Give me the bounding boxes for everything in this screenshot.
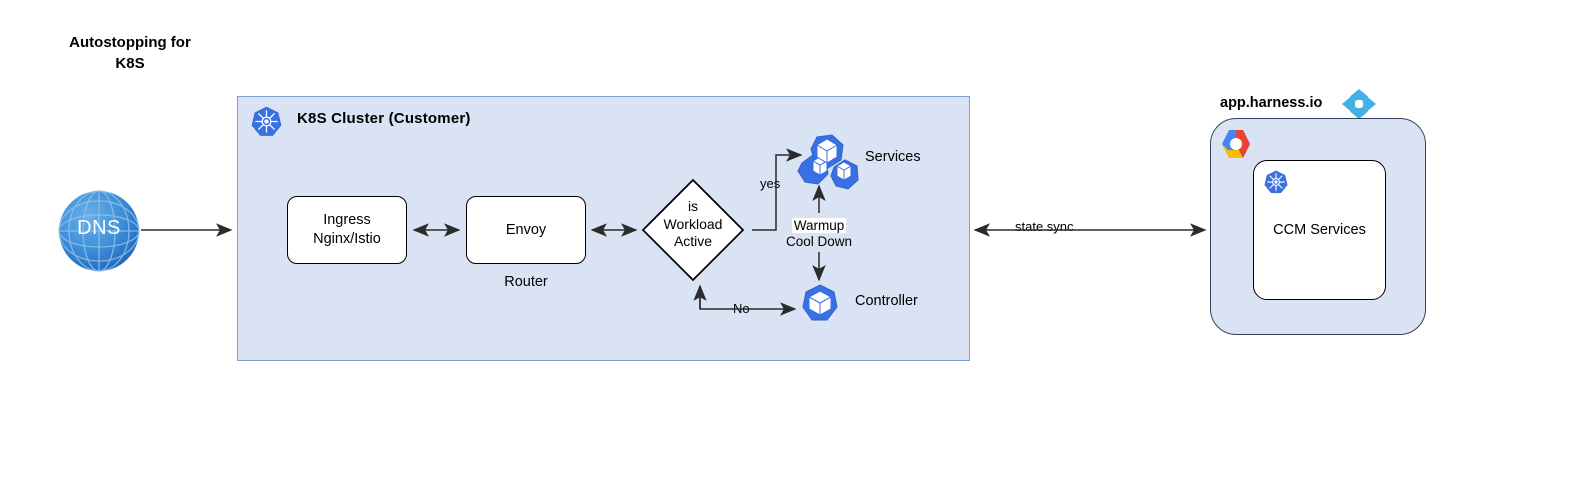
- dns-node[interactable]: [58, 190, 140, 272]
- controller-label: Controller: [855, 293, 918, 309]
- ccm-services-label: CCM Services: [1273, 222, 1366, 238]
- warmup-text: Warmup: [791, 218, 847, 233]
- kubernetes-icon: [1264, 170, 1288, 194]
- harness-title: app.harness.io: [1220, 95, 1323, 111]
- decision-label: is Workload Active: [663, 198, 723, 249]
- kubernetes-pod-icon[interactable]: [800, 284, 840, 322]
- dns-label: DNS: [77, 217, 121, 239]
- harness-logo-icon: [1341, 88, 1377, 120]
- workload-active-decision[interactable]: [641, 178, 745, 282]
- edge-label-no: No: [733, 301, 750, 316]
- services-label: Services: [865, 149, 921, 165]
- edge-label-warmup-cooldown: Warmup Cool Down: [782, 218, 856, 250]
- kubernetes-icon: [251, 106, 282, 137]
- cluster-title: K8S Cluster (Customer): [297, 110, 471, 127]
- kubernetes-pods-icon[interactable]: [786, 133, 864, 201]
- envoy-node[interactable]: Envoy: [466, 196, 586, 264]
- google-cloud-hexagon-icon: [1219, 128, 1253, 160]
- cooldown-text: Cool Down: [785, 234, 853, 249]
- ingress-node[interactable]: Ingress Nginx/Istio: [287, 196, 407, 264]
- router-caption: Router: [504, 274, 548, 290]
- edge-label-state-sync: state sync: [1012, 219, 1077, 234]
- page-title: Autostopping for K8S: [69, 34, 191, 72]
- edge-label-yes: yes: [760, 176, 781, 191]
